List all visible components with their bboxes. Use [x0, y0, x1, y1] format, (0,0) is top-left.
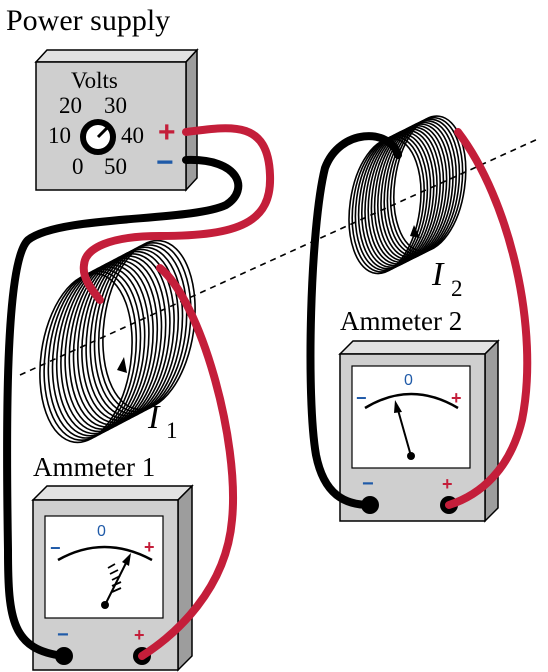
ammeter-2-side: [484, 339, 499, 523]
ammeter-1: 0 − + − +: [31, 484, 194, 672]
voltage-dial-knob[interactable]: [80, 119, 116, 155]
coil-1-loop: [89, 246, 184, 417]
ammeter-2-minus-label: −: [362, 473, 374, 495]
ammeter-2-needle: [394, 400, 415, 460]
ammeter-1-zero-label: 0: [97, 523, 106, 540]
ammeter-2-scale-minus: −: [356, 388, 367, 408]
power-supply-top: [34, 49, 199, 63]
coil-1: [39, 239, 196, 444]
coil-1-current-arrow: [117, 357, 127, 373]
power-minus-terminal-label: −: [156, 146, 174, 179]
wire-red-power-to-coil-1: [79, 124, 275, 304]
coil-1-loop: [76, 252, 171, 424]
coil-2-loop: [393, 115, 467, 252]
dial-mark-30: 30: [104, 93, 127, 118]
dial-mark-50: 50: [104, 154, 127, 179]
ammeter-2-plus-label: +: [442, 474, 453, 494]
ammeter-2-scale-plus: +: [451, 388, 462, 408]
coil-2-loop: [386, 118, 461, 256]
ammeter-2-dial-window: [351, 365, 471, 469]
dial-mark-40: 40: [121, 123, 144, 148]
coil-1-loop: [81, 250, 175, 422]
power-supply: Volts 20 30 10 40 0 50 + −: [34, 48, 199, 192]
coil-2-current-subscript: 2: [451, 276, 463, 301]
wire-red-coil-2-to-ammeter-2: [445, 128, 532, 509]
ammeter-2-top: [338, 340, 500, 355]
ammeter-1-top: [31, 485, 194, 501]
wire-black-power-to-ammeter-1: [3, 155, 243, 660]
ammeter-1-scale-arc: [57, 545, 153, 562]
coil-2-loop: [373, 124, 448, 262]
ammeter-2: 0 − + − +: [338, 339, 500, 523]
diagram-title: Power supply: [6, 4, 170, 37]
coil-2-loop: [389, 116, 464, 254]
volts-label: Volts: [71, 68, 118, 93]
coil-2-current-arrow: [410, 225, 420, 238]
ammeter-1-dial-window: [44, 515, 164, 619]
ammeter-2-zero-label: 0: [404, 372, 413, 389]
ammeter-1-side: [177, 484, 193, 672]
coil-2-loop: [377, 123, 451, 260]
ammeter-1-scale-plus: +: [144, 537, 155, 557]
coil-1-current-subscript: 1: [166, 418, 178, 443]
power-supply-side: [185, 48, 198, 192]
ammeter-2-title: Ammeter 2: [340, 306, 462, 336]
ammeter-1-scale-minus: −: [50, 538, 61, 558]
coil-1-loop: [72, 255, 167, 426]
dial-mark-0: 0: [72, 154, 84, 179]
dial-mark-20: 20: [59, 93, 82, 118]
ammeter-1-title: Ammeter 1: [33, 452, 155, 482]
coil-1-loop: [85, 248, 180, 420]
ammeter-1-minus-label: −: [57, 624, 69, 646]
coil-2-loop: [380, 121, 454, 259]
ammeter-2-scale-arc: [364, 392, 459, 410]
coil-1-current-symbol: I: [147, 399, 161, 436]
power-plus-terminal-label: +: [158, 116, 176, 149]
wire-red-coil-1-to-ammeter-1: [138, 264, 237, 660]
ammeter-1-needle: [101, 553, 131, 609]
coil-1-loop: [97, 241, 192, 413]
wire-black-coil-2-to-ammeter-2: [306, 132, 402, 509]
coil-1-loop: [93, 244, 188, 415]
dial-mark-10: 10: [48, 123, 71, 148]
coil-2-loop: [383, 120, 457, 257]
ammeter-1-plus-label: +: [134, 625, 145, 645]
coil-2-current-symbol: I: [431, 256, 445, 293]
coil-1-loop: [102, 239, 196, 411]
coil-2: [348, 115, 467, 275]
